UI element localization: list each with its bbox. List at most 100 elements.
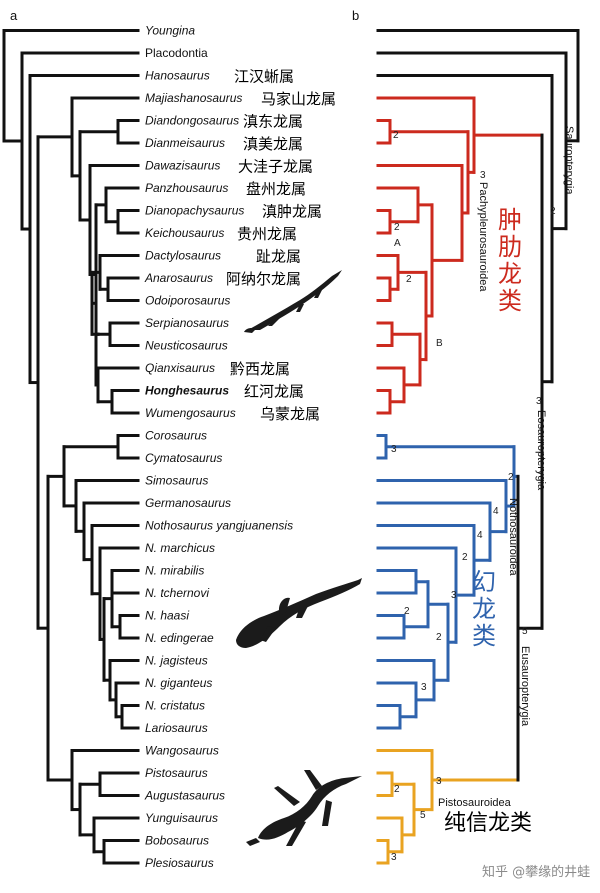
node-support-label: 2 <box>394 222 400 233</box>
taxon-chinese-name: 江汉蜥属 <box>234 68 294 86</box>
taxon-label: N. marchicus <box>145 541 215 555</box>
group-name-pistosaurs: 纯信龙类 <box>444 811 532 836</box>
taxon-chinese-name: 滇美龙属 <box>243 135 303 153</box>
taxon-label: Dianopachysaurus <box>145 204 244 218</box>
taxon-label: Diandongosaurus <box>145 114 239 128</box>
svg-text:龙: 龙 <box>498 260 522 288</box>
taxon-label: Nothosaurus yangjuanensis <box>145 519 293 533</box>
taxon-label: Cymatosaurus <box>145 451 222 465</box>
node-support-label: 5 <box>522 626 528 637</box>
taxon-label: Youngina <box>145 24 195 38</box>
taxon-label: Panzhousaurus <box>145 181 228 195</box>
taxon-label: Lariosaurus <box>145 721 208 735</box>
node-support-label: 2 <box>436 632 442 643</box>
clade-label-nothosauroidea: Nothosauroidea <box>507 498 519 577</box>
taxon-label: Germanosaurus <box>145 496 231 510</box>
taxon-label: N. jagisteus <box>145 654 208 668</box>
taxon-label: Dactylosaurus <box>145 249 221 263</box>
taxon-label: Plesiosaurus <box>145 856 214 870</box>
taxon-label: Wumengosaurus <box>145 406 236 420</box>
taxon-chinese-name: 阿纳尔龙属 <box>226 270 301 288</box>
tree-b-branches <box>376 29 580 865</box>
taxon-chinese-name: 贵州龙属 <box>237 225 297 243</box>
taxon-label: Serpianosaurus <box>145 316 229 330</box>
taxon-label: N. mirabilis <box>145 564 204 578</box>
taxon-label: Keichousaurus <box>145 226 224 240</box>
taxon-label: Odoiporosaurus <box>145 294 230 308</box>
svg-text:肿: 肿 <box>498 206 522 234</box>
taxon-chinese-name: 黔西龙属 <box>230 360 290 378</box>
clade-label-eusauropterygia: Eusauropterygia <box>519 646 531 727</box>
node-support-label: 2 <box>393 130 399 141</box>
svg-text:肋: 肋 <box>498 233 522 261</box>
svg-text:幻: 幻 <box>472 568 496 596</box>
taxon-label: N. giganteus <box>145 676 212 690</box>
taxon-chinese-name: 盘州龙属 <box>246 180 306 198</box>
taxon-label: N. edingerae <box>145 631 214 645</box>
node-support-label: 3 <box>391 444 397 455</box>
watermark-text: 知乎 @攀缘的井蛙 <box>482 864 590 880</box>
node-support-label: 3 <box>421 682 427 693</box>
svg-text:类: 类 <box>498 287 522 315</box>
node-support-label: 3 <box>536 396 542 407</box>
taxon-label: N. haasi <box>145 609 189 623</box>
panel-label-b: b <box>352 8 359 23</box>
taxon-label: Pistosaurus <box>145 766 208 780</box>
taxon-chinese-name: 乌蒙龙属 <box>260 405 320 423</box>
taxon-label: Bobosaurus <box>145 834 209 848</box>
taxon-label: Majiashanosaurus <box>145 91 242 105</box>
taxon-label: Qianxisaurus <box>145 361 215 375</box>
clade-label-pistosauroidea: Pistosauroidea <box>438 797 512 809</box>
node-support-label: 2 <box>404 606 410 617</box>
node-support-label: 3 <box>436 776 442 787</box>
tree-annotations: 2322A2B332442322353253SauropterygiaPachy… <box>391 126 590 880</box>
node-support-label: 2 <box>462 552 468 563</box>
node-support-label: 2 <box>394 784 400 795</box>
taxon-chinese-name: 大洼子龙属 <box>238 158 313 176</box>
taxon-label: Placodontia <box>145 46 208 60</box>
taxon-label: Yunguisaurus <box>145 811 218 825</box>
group-name-nothosaurs: 幻龙类 <box>472 568 496 650</box>
taxon-label: Honghesaurus <box>145 384 229 398</box>
node-support-label: 2 <box>508 472 514 483</box>
node-support-label: B <box>436 338 443 349</box>
taxon-label: Hanosaurus <box>145 69 210 83</box>
node-support-label: 3 <box>480 170 486 181</box>
node-support-label: 2 <box>550 206 556 217</box>
clade-label-sauropterygia: Sauropterygia <box>563 126 575 195</box>
tree-a-branches <box>2 29 140 865</box>
node-support-label: 3 <box>391 852 397 863</box>
clade-label-eosauropterygia: Eosauropterygia <box>535 410 547 491</box>
taxon-label: Wangosaurus <box>145 744 219 758</box>
svg-text:龙: 龙 <box>472 595 496 623</box>
node-support-label: 4 <box>493 506 499 517</box>
taxon-label: Anarosaurus <box>144 271 213 285</box>
svg-text:类: 类 <box>472 622 496 650</box>
taxon-label: Augustasaurus <box>144 789 225 803</box>
plesiosaur-silhouette <box>246 770 362 846</box>
node-support-label: A <box>394 238 401 249</box>
taxon-label: N. cristatus <box>145 699 205 713</box>
panel-label-a: a <box>10 8 18 23</box>
taxon-chinese-name: 滇东龙属 <box>243 113 303 131</box>
taxon-label: Neusticosaurus <box>145 339 228 353</box>
taxon-label: Simosaurus <box>145 474 208 488</box>
taxon-label: Corosaurus <box>145 429 207 443</box>
clade-label-pachypleurosauroidea: Pachypleurosauroidea <box>477 182 489 292</box>
nothosaur-silhouette <box>236 578 362 648</box>
taxon-chinese-name: 趾龙属 <box>256 248 301 266</box>
node-support-label: 4 <box>477 530 483 541</box>
node-support-label: 3 <box>451 590 457 601</box>
pachypleurosaur-silhouette <box>244 270 342 333</box>
taxon-chinese-name: 滇肿龙属 <box>262 203 322 221</box>
taxon-chinese-name: 马家山龙属 <box>261 90 336 108</box>
node-support-label: 2 <box>406 274 412 285</box>
taxon-chinese-name: 红河龙属 <box>244 383 304 401</box>
taxon-label: Dianmeisaurus <box>145 136 225 150</box>
taxon-label: Dawazisaurus <box>145 159 220 173</box>
node-support-label: 5 <box>420 810 426 821</box>
taxon-label: N. tchernovi <box>145 586 209 600</box>
